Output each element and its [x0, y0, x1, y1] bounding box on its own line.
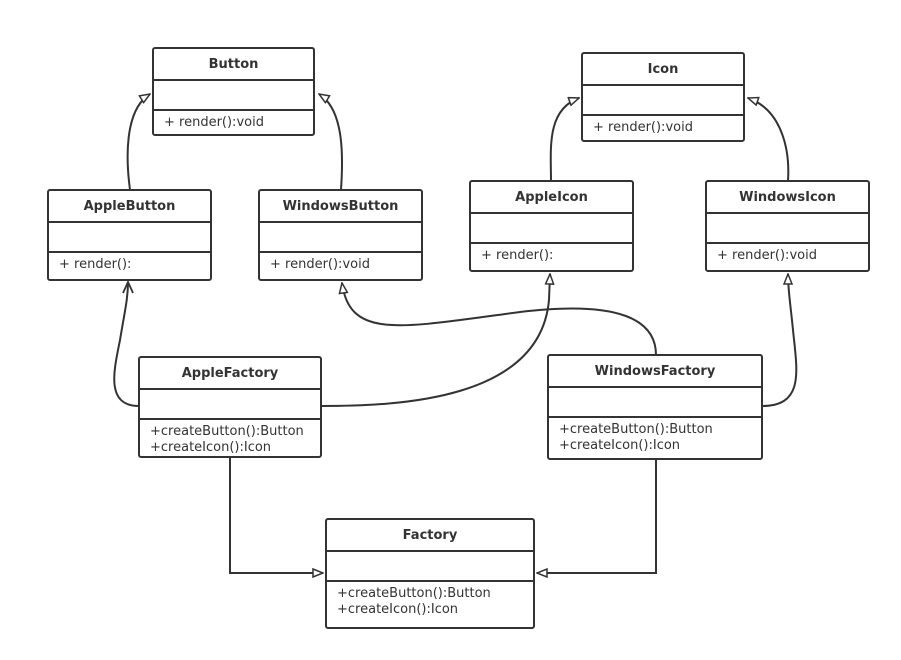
- edge-appleicon-to-icon: [549, 98, 579, 182]
- edge-windowsfactory-to-factory: [537, 459, 657, 573]
- operations-section: + render():void: [260, 251, 421, 279]
- operations-section: +createButton():Button +createIcon():Ico…: [549, 416, 761, 458]
- operations-section: +createButton():Button +createIcon():Ico…: [140, 418, 320, 456]
- edge-windowsicon-to-icon: [748, 98, 790, 182]
- operation: + render():void: [717, 248, 817, 263]
- edge-applefactory-to-appleicon: [320, 274, 550, 407]
- edge-applebutton-to-button: [126, 94, 150, 191]
- class-windowsicon[interactable]: WindowsIcon + render():void: [705, 180, 870, 272]
- attributes-section: [583, 84, 743, 116]
- attributes-section: [327, 550, 533, 582]
- edge-windowsfactory-to-windowsicon: [761, 274, 798, 407]
- operation: + render():void: [164, 115, 264, 130]
- attributes-section: [140, 388, 320, 420]
- class-applebutton[interactable]: AppleButton + render():: [47, 189, 212, 281]
- operations-section: + render():void: [154, 109, 313, 134]
- operation: +createIcon():Icon: [337, 602, 459, 617]
- operation: +createIcon():Icon: [559, 438, 681, 453]
- operations-section: + render():void: [583, 114, 743, 140]
- edge-applefactory-to-applebutton: [113, 282, 140, 407]
- attributes-section: [707, 212, 868, 244]
- operation: + render():: [481, 248, 554, 263]
- class-icon[interactable]: Icon + render():void: [581, 52, 745, 142]
- class-name: Icon: [647, 61, 679, 77]
- operation: + render():: [59, 257, 132, 272]
- class-name: AppleIcon: [515, 189, 588, 205]
- class-name: Factory: [402, 527, 458, 543]
- operations-section: + render():: [49, 251, 210, 279]
- attributes-section: [154, 79, 313, 111]
- class-appleicon[interactable]: AppleIcon + render():: [469, 180, 634, 272]
- operation: +createIcon():Icon: [150, 440, 272, 455]
- class-button[interactable]: Button + render():void: [152, 47, 315, 136]
- edge-windowsbutton-to-button: [319, 94, 344, 191]
- operations-section: + render():void: [707, 242, 868, 270]
- class-name: AppleButton: [83, 198, 176, 214]
- attributes-section: [49, 221, 210, 253]
- class-applefactory[interactable]: AppleFactory +createButton():Button +cre…: [138, 356, 322, 458]
- operation: +createButton():Button: [559, 422, 713, 437]
- operation: +createButton():Button: [150, 424, 304, 439]
- operations-section: + render():: [471, 242, 632, 270]
- class-windowsfactory[interactable]: WindowsFactory +createButton():Button +c…: [547, 354, 763, 460]
- attributes-section: [549, 386, 761, 418]
- operation: + render():void: [270, 257, 370, 272]
- operation: +createButton():Button: [337, 586, 491, 601]
- operation: + render():void: [593, 120, 693, 135]
- attributes-section: [260, 221, 421, 253]
- operations-section: +createButton():Button +createIcon():Ico…: [327, 580, 533, 627]
- class-windowsbutton[interactable]: WindowsButton + render():void: [258, 189, 423, 281]
- edge-windowsfactory-to-windowsbutton: [342, 283, 657, 356]
- class-name: WindowsIcon: [739, 189, 836, 205]
- attributes-section: [471, 212, 632, 244]
- class-factory[interactable]: Factory +createButton():Button +createIc…: [325, 518, 535, 629]
- class-name: WindowsButton: [282, 198, 399, 214]
- class-name: AppleFactory: [181, 365, 279, 381]
- edge-applefactory-to-factory: [229, 456, 323, 573]
- class-name: WindowsFactory: [594, 363, 716, 379]
- class-name: Button: [208, 56, 259, 72]
